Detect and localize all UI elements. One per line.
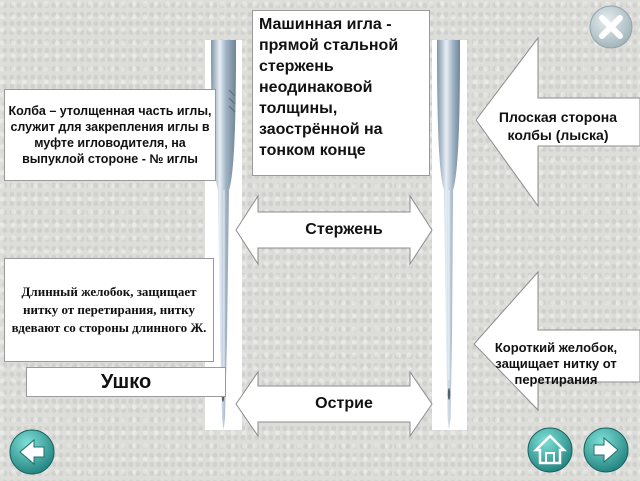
definition-box: Машинная игла - прямой стальной стержень…: [252, 10, 430, 176]
home-button[interactable]: [526, 426, 574, 474]
short-groove-label: Короткий желобок, защищает нитку от пере…: [494, 340, 618, 387]
next-button[interactable]: [582, 426, 630, 474]
close-icon: [589, 5, 633, 49]
home-icon: [527, 427, 573, 473]
long-groove-label-box: Длинный желобок, защищает нитку от перет…: [4, 258, 214, 362]
needle-side-image: [437, 40, 460, 430]
arrow-right-icon: [583, 427, 629, 473]
flat-side-label: Плоская сторона колбы (лыска): [498, 109, 618, 143]
close-button[interactable]: [588, 4, 634, 50]
long-groove-label: Длинный желобок, защищает нитку от перет…: [11, 284, 207, 335]
eye-label-box: Ушко: [26, 367, 226, 397]
shaft-double-arrow: [235, 194, 433, 266]
short-groove-arrow: [473, 270, 640, 412]
eye-label: Ушко: [100, 370, 152, 393]
head-label-box: Колба – утолщенная часть иглы, служит дл…: [4, 89, 216, 181]
needle-front-panel: [205, 40, 242, 430]
needle-side-panel: [432, 40, 467, 430]
tip-label: Острие: [315, 395, 373, 412]
tip-double-arrow: [235, 370, 433, 438]
flat-side-arrow: [475, 36, 640, 208]
shaft-label: Стержень: [305, 221, 383, 238]
back-button[interactable]: [8, 428, 56, 476]
needle-front-image: [211, 40, 236, 430]
definition-text: Машинная игла - прямой стальной стержень…: [259, 16, 399, 159]
head-label: Колба – утолщенная часть иглы, служит дл…: [8, 104, 212, 166]
arrow-left-icon: [9, 429, 55, 475]
